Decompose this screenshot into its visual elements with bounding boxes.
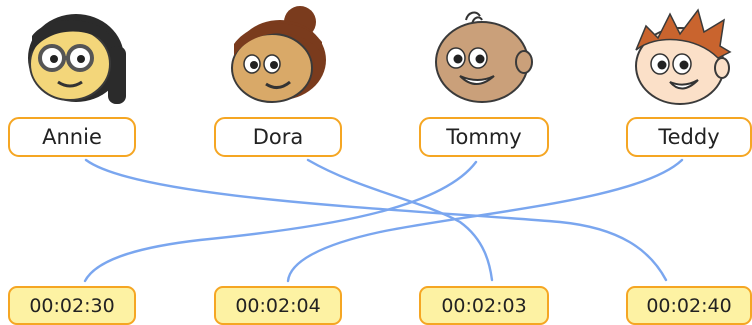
boy-with-spiky-hair-icon	[635, 8, 732, 105]
name-box-teddy: Teddy	[626, 117, 752, 157]
name-label: Annie	[42, 125, 102, 149]
name-label: Teddy	[658, 125, 720, 149]
time-label: 00:02:03	[441, 294, 527, 317]
bald-boy-icon	[435, 11, 533, 103]
time-label: 00:02:40	[646, 294, 732, 317]
line-dora-to-time	[306, 158, 494, 282]
time-label: 00:02:30	[29, 294, 115, 317]
line-teddy-to-time	[286, 158, 684, 283]
line-annie-to-time	[84, 158, 668, 282]
name-box-annie: Annie	[8, 117, 136, 157]
line-tommy-to-time	[83, 160, 478, 283]
time-label: 00:02:04	[235, 294, 321, 317]
girl-with-glasses-icon	[28, 14, 126, 104]
name-box-dora: Dora	[214, 117, 342, 157]
time-box-3: 00:02:03	[419, 286, 549, 325]
time-box-1: 00:02:30	[8, 286, 136, 325]
name-label: Tommy	[446, 125, 522, 149]
name-label: Dora	[252, 125, 304, 149]
time-box-4: 00:02:40	[626, 286, 752, 325]
name-box-tommy: Tommy	[419, 117, 549, 157]
time-box-2: 00:02:04	[214, 286, 342, 325]
girl-with-bun-icon	[231, 6, 326, 103]
